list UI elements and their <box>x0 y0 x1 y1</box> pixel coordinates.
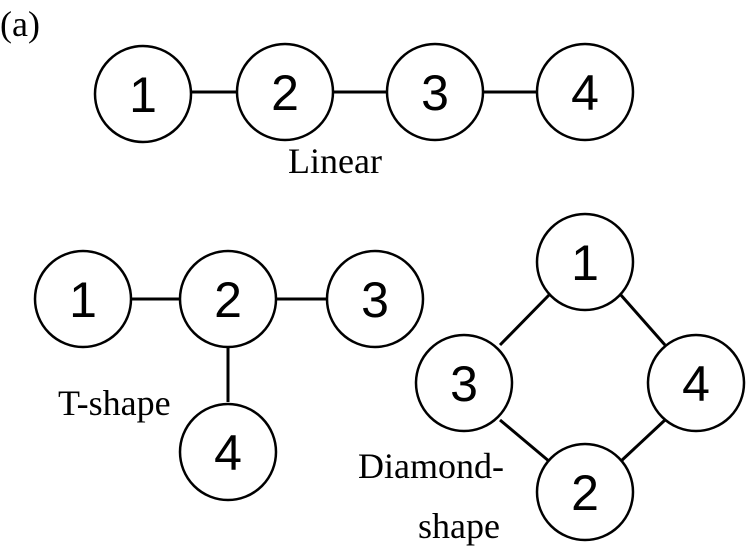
t-shape-graph: 1 2 3 4 T-shape <box>33 249 425 502</box>
diamond-node-2-label: 2 <box>571 465 599 521</box>
t-shape-node-4-label: 4 <box>214 425 242 481</box>
diamond-node-4: 4 <box>646 333 746 433</box>
diamond-edge-4-2 <box>618 418 667 464</box>
linear-node-4: 4 <box>535 42 635 142</box>
diamond-node-3: 3 <box>414 333 514 433</box>
diamond-edge-3-2 <box>499 418 551 464</box>
diamond-node-1: 1 <box>535 212 635 312</box>
t-shape-node-1-label: 1 <box>69 272 97 328</box>
panel-label: (a) <box>0 4 40 44</box>
diamond-node-2: 2 <box>535 442 635 542</box>
linear-caption: Linear <box>288 141 382 181</box>
diamond-node-1-label: 1 <box>571 235 599 291</box>
t-shape-node-3-label: 3 <box>361 272 389 328</box>
linear-node-3-label: 3 <box>421 65 449 121</box>
diamond-caption-line2: shape <box>418 506 500 546</box>
diamond-edge-1-3 <box>498 292 552 347</box>
linear-node-2: 2 <box>235 42 335 142</box>
diamond-caption-line1: Diamond- <box>358 446 504 486</box>
t-shape-node-4: 4 <box>178 402 278 502</box>
linear-node-3: 3 <box>385 42 485 142</box>
t-shape-node-3: 3 <box>325 249 425 349</box>
diamond-node-3-label: 3 <box>450 356 478 412</box>
linear-node-1-label: 1 <box>129 67 157 123</box>
linear-node-1: 1 <box>93 44 193 144</box>
linear-node-4-label: 4 <box>571 65 599 121</box>
linear-graph: 1 2 3 4 Linear <box>93 42 635 181</box>
diamond-edge-1-4 <box>618 293 667 346</box>
t-shape-node-2: 2 <box>178 249 278 349</box>
t-shape-caption: T-shape <box>58 383 171 423</box>
t-shape-node-1: 1 <box>33 249 133 349</box>
diamond-graph: 1 3 4 2 Diamond- shape <box>358 212 746 546</box>
t-shape-node-2-label: 2 <box>214 272 242 328</box>
linear-node-2-label: 2 <box>271 65 299 121</box>
diamond-node-4-label: 4 <box>682 356 710 412</box>
